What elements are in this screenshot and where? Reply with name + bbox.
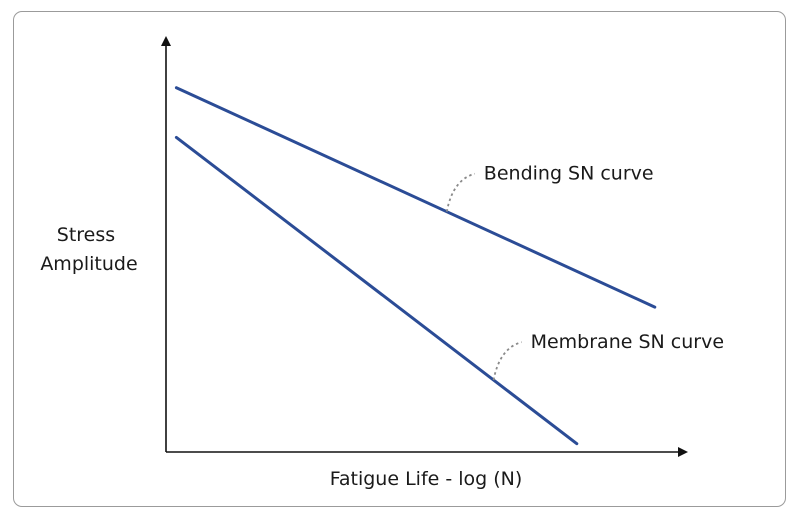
- y-axis-label-line: Stress: [57, 224, 115, 246]
- annotation-label-2: Membrane SN curve: [531, 331, 724, 353]
- annotation-label-1: Bending SN curve: [484, 163, 654, 185]
- annotation-leader-1: [445, 172, 476, 212]
- annotation-leader-2: [492, 341, 522, 381]
- y-axis-label: Stress Amplitude: [40, 224, 137, 275]
- y-axis-label-line: Amplitude: [40, 253, 137, 275]
- figure-frame: [13, 11, 786, 507]
- x-axis-label: Fatigue Life - log (N): [330, 468, 523, 490]
- series-line-1: [174, 86, 657, 309]
- series-line-2: [174, 135, 579, 446]
- series-layer: [174, 86, 657, 446]
